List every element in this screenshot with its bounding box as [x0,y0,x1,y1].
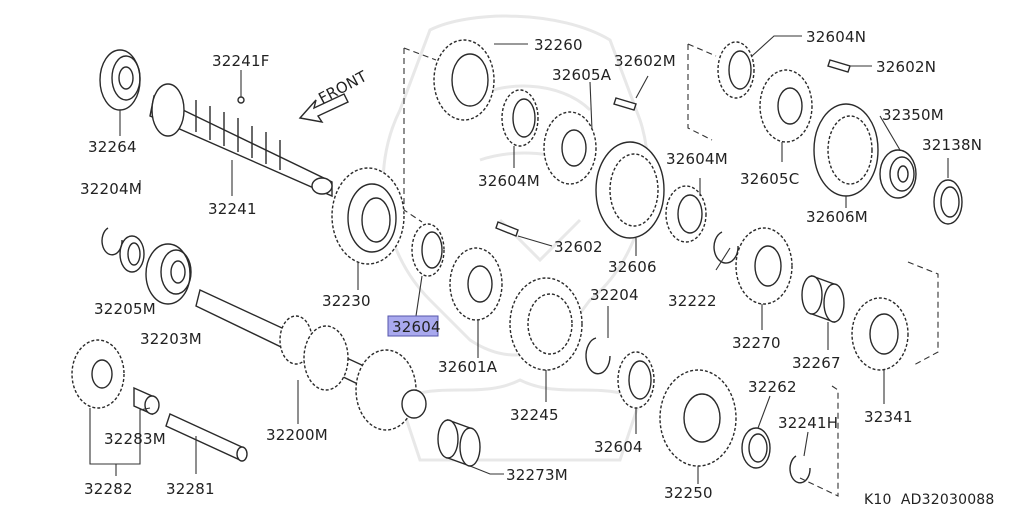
part-32606M-sleeve [813,103,879,197]
label-32241F[interactable]: 32241F [212,52,270,70]
label-32138N[interactable]: 32138N [922,136,982,154]
part-32204-snapring [585,337,611,375]
label-32602[interactable]: 32602 [554,238,603,256]
label-32282[interactable]: 32282 [84,480,133,498]
part-32604N-ring [717,41,755,99]
label-32602M[interactable]: 32602M [614,52,676,70]
part-32606-sleeve [595,141,665,239]
label-32605A[interactable]: 32605A [552,66,612,84]
label-32245[interactable]: 32245 [510,406,559,424]
part-32350M-bearing [879,149,917,199]
part-32241H-snapring [789,455,811,484]
label-32200M[interactable]: 32200M [266,426,328,444]
part-labels: 32264 32241F 32241 32204M 32205M 32203M … [80,28,982,502]
label-32604-highlighted[interactable]: 32604 [392,318,441,336]
leader-lines [89,35,949,484]
part-32200M-countershaft [195,289,427,431]
part-32602M-key [613,97,637,111]
front-arrow: FRONT [298,67,371,123]
label-32270[interactable]: 32270 [732,334,781,352]
part-32245-gear [509,277,583,371]
part-32262-washer [741,427,771,469]
label-32283M[interactable]: 32283M [104,430,166,448]
footer-code: K10 AD32030088 [864,492,995,508]
part-32230-gear [331,167,405,265]
label-32605C[interactable]: 32605C [740,170,799,188]
label-32606M[interactable]: 32606M [806,208,868,226]
part-32602-key [495,221,519,237]
part-32205M-washer [119,235,145,273]
label-32606[interactable]: 32606 [608,258,657,276]
part-32601A-hub [449,247,503,321]
group-outlines [403,43,939,497]
label-32267[interactable]: 32267 [792,354,841,372]
label-32602N[interactable]: 32602N [876,58,936,76]
part-32605A-hub [543,111,597,185]
part-32341-gear [851,297,909,371]
part-32605C-hub [759,69,813,143]
label-32281[interactable]: 32281 [166,480,215,498]
label-32341[interactable]: 32341 [864,408,913,426]
label-32604N[interactable]: 32604N [806,28,866,46]
part-32281-shaft [165,413,248,462]
part-32222-snapring [713,231,739,264]
label-32204[interactable]: 32204 [590,286,639,304]
part-32250-gear [659,369,737,467]
part-32203M-bearing [145,243,192,305]
label-32601A[interactable]: 32601A [438,358,498,376]
part-32602N-key [827,59,851,73]
highlight-box [387,315,439,337]
label-32273M[interactable]: 32273M [506,466,568,484]
label-32203M[interactable]: 32203M [140,330,202,348]
label-32204M[interactable]: 32204M [80,180,142,198]
part-32267-bushing [801,275,845,323]
label-32604M-a[interactable]: 32604M [478,172,540,190]
label-32205M[interactable]: 32205M [94,300,156,318]
part-32264-bearing [99,49,141,111]
label-32350M[interactable]: 32350M [882,106,944,124]
label-32260[interactable]: 32260 [534,36,583,54]
label-32241H[interactable]: 32241H [778,414,838,432]
label-32230[interactable]: 32230 [322,292,371,310]
label-32250[interactable]: 32250 [664,484,713,502]
label-32222[interactable]: 32222 [668,292,717,310]
part-32282-gear [71,339,125,409]
part-32604M-ring-b [665,185,707,243]
label-32264[interactable]: 32264 [88,138,137,156]
part-32260-gear [433,39,495,121]
label-32604-lower[interactable]: 32604 [594,438,643,456]
part-32204M-snapring [101,227,123,256]
part-32604-ring [411,223,445,277]
label-32604M-b[interactable]: 32604M [666,150,728,168]
part-32270-gear [735,227,793,305]
part-32138N-washer [933,179,963,225]
part-32604-ring-lower [617,351,655,409]
part-32283M-bushing [133,386,160,416]
label-32241[interactable]: 32241 [208,200,257,218]
label-32262[interactable]: 32262 [748,378,797,396]
part-32241-mainshaft [149,83,333,198]
part-32604M-ring-a [501,89,539,147]
